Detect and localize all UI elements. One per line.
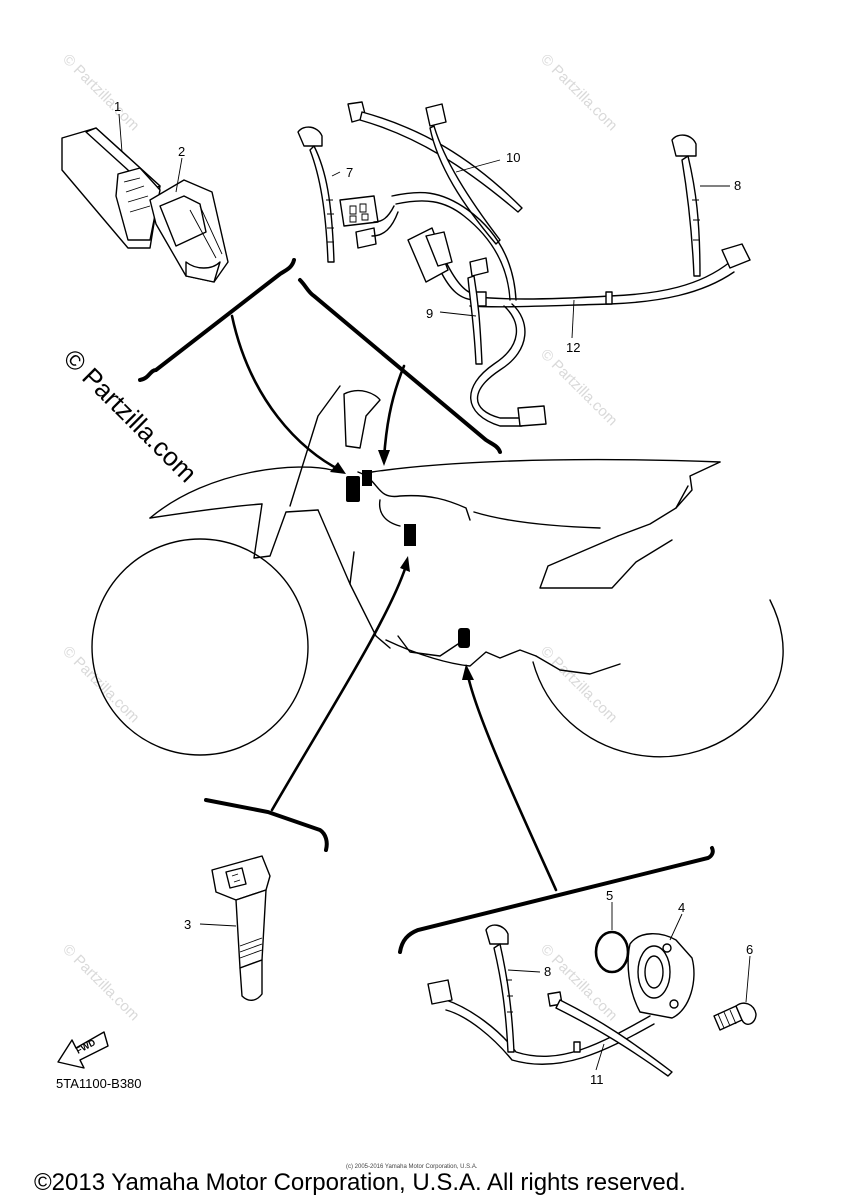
- watermark: © Partzilla.com: [537, 51, 620, 134]
- callout-5: 5: [606, 888, 613, 903]
- part-7-cable-tie: [297, 126, 335, 263]
- fwd-arrow-icon: FWD: [57, 1031, 109, 1069]
- watermark: © Partzilla.com: [59, 941, 142, 1024]
- part-5-o-ring: [594, 930, 630, 974]
- part-6-bolt: [713, 1002, 757, 1031]
- callout-9: 9: [426, 306, 433, 321]
- callout-1: 1: [114, 99, 121, 114]
- watermark: © Partzilla.com: [59, 643, 142, 726]
- part-4-sensor: [627, 933, 695, 1019]
- footer-copyright: ©2013 Yamaha Motor Corporation, U.S.A. A…: [34, 1169, 686, 1196]
- part-12-wire-harness: [339, 191, 751, 427]
- group-brackets: [138, 258, 715, 954]
- watermark-large: © Partzilla.com: [58, 343, 203, 488]
- callout-3: 3: [184, 917, 191, 932]
- callout-6: 6: [746, 942, 753, 957]
- part-10-cable-tie: [347, 101, 523, 245]
- watermark: © Partzilla.com: [59, 51, 142, 134]
- callout-7: 7: [346, 165, 353, 180]
- callout-11: 11: [590, 1072, 604, 1087]
- callout-numbers: 1 2 3 4 5 6 7 8 8 9 10 11 12: [114, 99, 753, 1087]
- part-2-bracket: [149, 179, 229, 283]
- leader-arrows: [230, 314, 558, 892]
- part-9-cable-tie: [467, 275, 483, 365]
- ignition-coil-installed: [404, 524, 416, 546]
- callout-4: 4: [678, 900, 685, 915]
- watermark: © Partzilla.com: [537, 346, 620, 429]
- part-8-cable-tie: [671, 134, 701, 277]
- small-copyright: (c) 2005-2016 Yamaha Motor Corporation, …: [346, 1164, 478, 1170]
- callout-2: 2: [178, 144, 185, 159]
- callout-10: 10: [506, 150, 520, 165]
- part-3-ignition-coil: [211, 855, 271, 1001]
- callout-8: 8: [734, 178, 741, 193]
- callout-12: 12: [566, 340, 580, 355]
- part-1-cdi-unit: [61, 127, 161, 249]
- watermark: © Partzilla.com: [537, 643, 620, 726]
- part-11-sensor-harness: [427, 979, 673, 1077]
- part-8-cable-tie-lower: [485, 924, 515, 1053]
- callout-leaders: [118, 113, 751, 1071]
- cdi-unit-installed: [346, 476, 360, 502]
- diagram-code: 5TA1100-B380: [56, 1076, 142, 1091]
- callout-8-lower: 8: [544, 964, 551, 979]
- installed-parts: [343, 390, 471, 648]
- motorcycle-outline: [91, 385, 784, 758]
- sensor-installed: [458, 628, 470, 648]
